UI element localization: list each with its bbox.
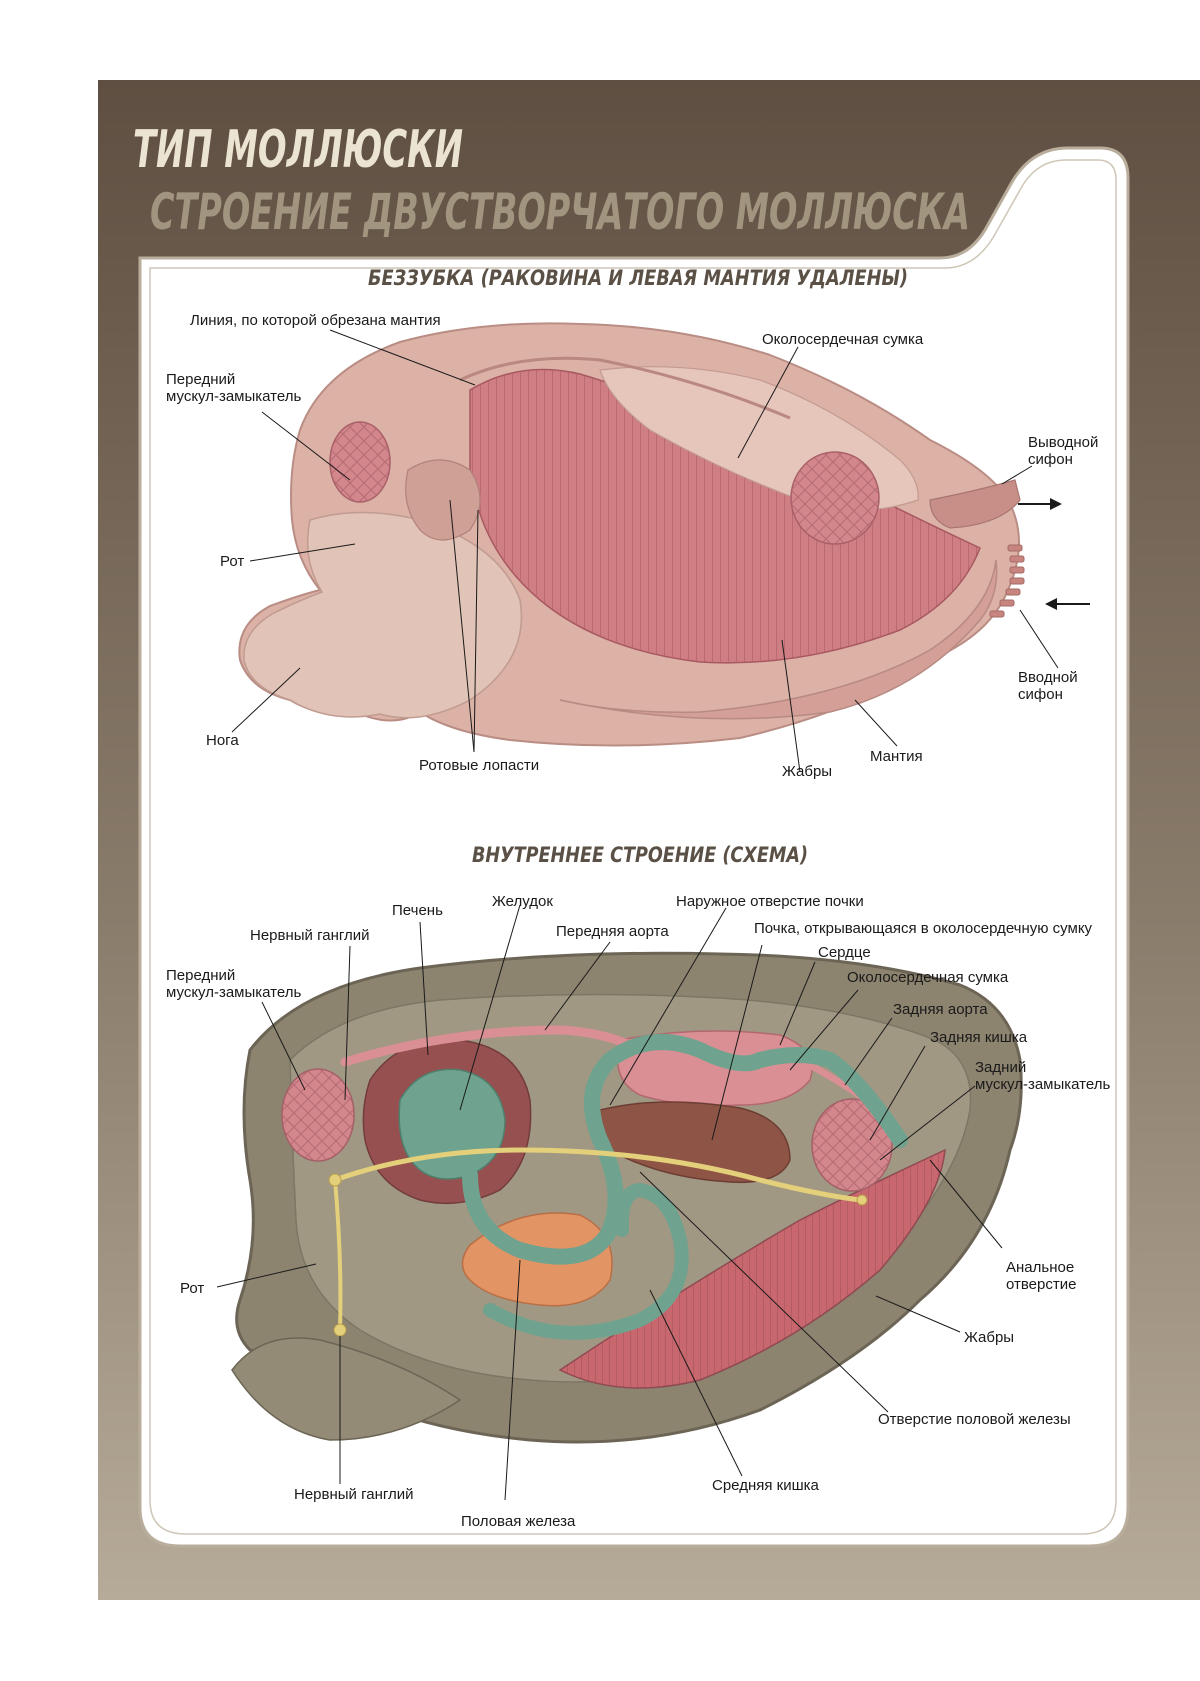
label-mantle-cut-line: Линия, по которой обрезана мантия [190, 312, 441, 329]
nerve-cord [332, 1147, 863, 1203]
label-kidney-outer-opening: Наружное отверстие почки [676, 893, 864, 910]
top-labels: Линия, по которой обрезана мантия Околос… [166, 312, 1098, 780]
flow-arrows [1018, 498, 1090, 610]
label-exhalant-siphon-line1: Выводной [1028, 434, 1098, 451]
label-posterior-aorta: Задняя аорта [893, 1001, 988, 1018]
posterior-adductor-scheme [811, 1098, 893, 1192]
cerebral-ganglion [328, 1173, 342, 1187]
pedal-ganglion [333, 1323, 347, 1337]
bottom-leader-lines [216, 904, 1003, 1501]
posterior-adductor-top [790, 451, 880, 545]
visceral-ganglion [856, 1194, 868, 1206]
nerve-cord-pedal [333, 1178, 343, 1332]
label-stomach: Желудок [492, 893, 553, 910]
label-midgut: Средняя кишка [712, 1477, 820, 1494]
label-genital-opening: Отверстие половой железы [878, 1411, 1071, 1428]
oral-lobes [405, 459, 481, 541]
bottom-labels: Желудок Наружное отверстие почки Печень … [166, 893, 1110, 1530]
top-section-heading: БЕЗЗУБКА (РАКОВИНА И ЛЕВАЯ МАНТИЯ УДАЛЕН… [368, 266, 908, 290]
poster-title: ТИП МОЛЛЮСКИ [133, 120, 463, 180]
label-foot: Нога [206, 732, 239, 749]
label-anterior-adductor-scheme-line1: Передний [166, 967, 235, 984]
anterior-aorta [340, 1025, 635, 1067]
label-nerve-ganglion-bottom: Нервный ганглий [294, 1486, 414, 1503]
label-pericardial-sac-scheme: Околосердечная сумка [847, 969, 1009, 986]
label-hindgut: Задняя кишка [930, 1029, 1028, 1046]
exhalant-siphon [929, 479, 1021, 529]
label-mouth-scheme: Рот [180, 1280, 204, 1297]
gills-scheme [558, 1148, 946, 1389]
foot [243, 511, 523, 719]
label-anterior-aorta: Передняя аорта [556, 923, 669, 940]
label-posterior-adductor-line1: Задний [975, 1059, 1026, 1076]
label-gills-scheme: Жабры [964, 1329, 1014, 1346]
stomach [398, 1068, 506, 1180]
label-exhalant-siphon-line2: сифон [1028, 451, 1073, 468]
anterior-adductor-scheme [281, 1068, 355, 1162]
top-leader-lines [231, 329, 1059, 773]
label-heart: Сердце [818, 944, 871, 961]
label-gonad: Половая железа [461, 1513, 576, 1530]
label-mouth-top: Рот [220, 553, 244, 570]
label-oral-lobes: Ротовые лопасти [419, 757, 539, 774]
internal-structure-illustration [231, 951, 1023, 1444]
label-nerve-ganglion-top: Нервный ганглий [250, 927, 370, 944]
label-anterior-adductor-scheme-line2: мускул-замыкатель [166, 984, 301, 1001]
label-liver: Печень [392, 902, 443, 919]
intestine [462, 1034, 908, 1265]
label-anterior-adductor-line1: Передний [166, 371, 235, 388]
anterior-adductor-top [329, 421, 391, 503]
intestine-loop-2 [483, 1182, 689, 1340]
mantle-edge [559, 559, 998, 720]
foot-lower [231, 1337, 462, 1441]
label-inhalant-siphon-line1: Вводной [1018, 669, 1078, 686]
label-pericardial-sac: Околосердечная сумка [762, 331, 924, 348]
mantle-cut-line [459, 356, 791, 420]
bottom-section-heading: ВНУТРЕННЕЕ СТРОЕНИЕ (СХЕМА) [472, 843, 808, 867]
label-kidney-opening-pericardium: Почка, открывающаяся в околосердечную су… [754, 920, 1093, 937]
label-anus-line2: отверстие [1006, 1276, 1076, 1293]
poster-subtitle: СТРОЕНИЕ ДВУСТВОРЧАТОГО МОЛЛЮСКА [150, 183, 970, 241]
label-mantle: Мантия [870, 748, 923, 765]
poster-header: ТИП МОЛЛЮСКИ СТРОЕНИЕ ДВУСТВОРЧАТОГО МОЛ… [133, 120, 970, 241]
label-gills-top: Жабры [782, 763, 832, 780]
label-posterior-adductor-line2: мускул-замыкатель [975, 1076, 1110, 1093]
label-inhalant-siphon-line2: сифон [1018, 686, 1063, 703]
anodonta-illustration [238, 322, 1090, 747]
label-anus-line1: Анальное [1006, 1259, 1074, 1276]
inhalant-siphon [989, 544, 1025, 618]
label-anterior-adductor-line2: мускул-замыкатель [166, 388, 301, 405]
